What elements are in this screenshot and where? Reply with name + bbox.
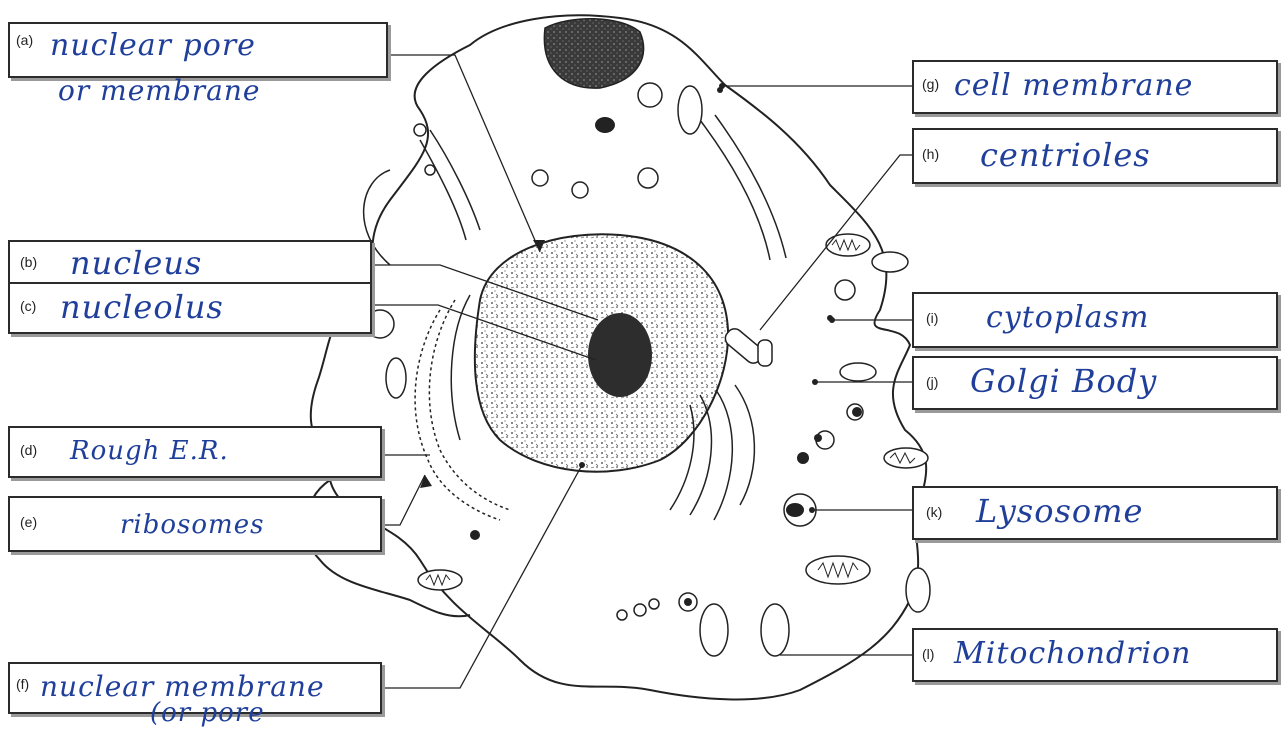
label-answer: Mitochondrion — [954, 636, 1191, 671]
label-answer: nucleolus — [60, 288, 224, 326]
label-answer: centrioles — [980, 136, 1151, 174]
label-box-g: (g) cell membrane — [912, 60, 1278, 114]
label-letter: (f) — [16, 676, 29, 692]
label-answer: Golgi Body — [970, 362, 1157, 400]
label-answer: cytoplasm — [986, 300, 1149, 335]
label-answer: nucleus — [70, 244, 202, 282]
label-box-c: (c) nucleolus — [8, 282, 372, 334]
label-letter: (c) — [20, 298, 36, 314]
label-box-i: (i) cytoplasm — [912, 292, 1278, 348]
label-letter: (k) — [926, 504, 942, 520]
label-letter: (g) — [922, 76, 939, 92]
nucleolus-shape — [588, 313, 652, 397]
label-letter: (d) — [20, 442, 37, 458]
label-letter: (i) — [926, 310, 938, 326]
label-letter: (b) — [20, 254, 37, 270]
label-box-a: (a) nuclear pore — [8, 22, 388, 78]
label-answer: cell membrane — [954, 68, 1193, 103]
label-box-d: (d) Rough E.R. — [8, 426, 382, 478]
label-box-k: (k) Lysosome — [912, 486, 1278, 540]
label-letter: (h) — [922, 146, 939, 162]
label-answer-continued: (or pore — [150, 698, 265, 728]
label-box-j: (j) Golgi Body — [912, 356, 1278, 410]
label-answer-continued: or membrane — [58, 74, 260, 107]
label-letter: (j) — [926, 374, 938, 390]
label-letter: (l) — [922, 646, 934, 662]
label-answer: Rough E.R. — [70, 436, 229, 466]
label-answer: Lysosome — [976, 492, 1143, 530]
label-answer: nuclear pore — [50, 28, 256, 63]
label-box-h: (h) centrioles — [912, 128, 1278, 184]
label-letter: (a) — [16, 32, 33, 48]
label-answer: ribosomes — [120, 510, 264, 540]
label-box-l: (l) Mitochondrion — [912, 628, 1278, 682]
label-letter: (e) — [20, 514, 37, 530]
label-box-e: (e) ribosomes — [8, 496, 382, 552]
